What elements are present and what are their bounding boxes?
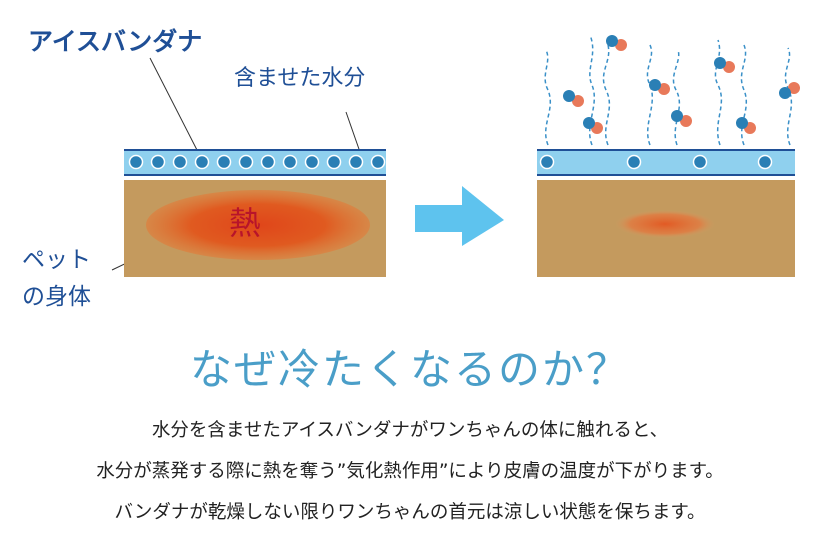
explanation-line-3: バンダナが乾燥しない限りワンちゃんの首元は涼しい状態を保ちます。	[114, 502, 706, 523]
water-droplet	[370, 154, 386, 170]
water-droplets-before	[128, 154, 386, 170]
water-leader-line	[345, 111, 361, 153]
water-droplet	[282, 154, 298, 170]
bandana-label: アイスバンダナ	[28, 27, 203, 56]
page-title: なぜ冷たくなるのか？	[189, 345, 630, 394]
water-droplet	[326, 154, 342, 170]
water-label: 含ませた水分	[234, 66, 366, 91]
water-droplet	[238, 154, 254, 170]
water-droplets-after	[539, 154, 773, 170]
water-droplet	[150, 154, 166, 170]
explanation-line-2: 水分が蒸発する際に熱を奪う”気化熱作用”により皮膚の温度が下がります。	[96, 461, 724, 482]
water-droplet	[260, 154, 276, 170]
water-droplet	[304, 154, 320, 170]
pet-body-after	[537, 180, 795, 277]
water-droplet	[348, 154, 364, 170]
pet-body-before	[124, 180, 386, 277]
water-droplet	[194, 154, 210, 170]
bandana-after	[537, 149, 795, 176]
heat-area-small	[615, 210, 715, 238]
heat-label: 熱	[229, 204, 262, 242]
bandana-before	[124, 149, 386, 176]
vapor-molecules	[563, 35, 800, 134]
transition-arrow	[415, 186, 504, 246]
water-droplet	[172, 154, 188, 170]
pet-body-label-line2: の身体	[22, 284, 91, 310]
heat-area-large	[146, 190, 370, 260]
water-droplet	[128, 154, 144, 170]
explanation-line-1: 水分を含ませたアイスバンダナがワンちゃんの体に触れると、	[151, 420, 669, 441]
water-droplet	[216, 154, 232, 170]
bandana-leader-line	[149, 57, 198, 151]
pet-body-label-line1: ペット	[22, 247, 91, 273]
